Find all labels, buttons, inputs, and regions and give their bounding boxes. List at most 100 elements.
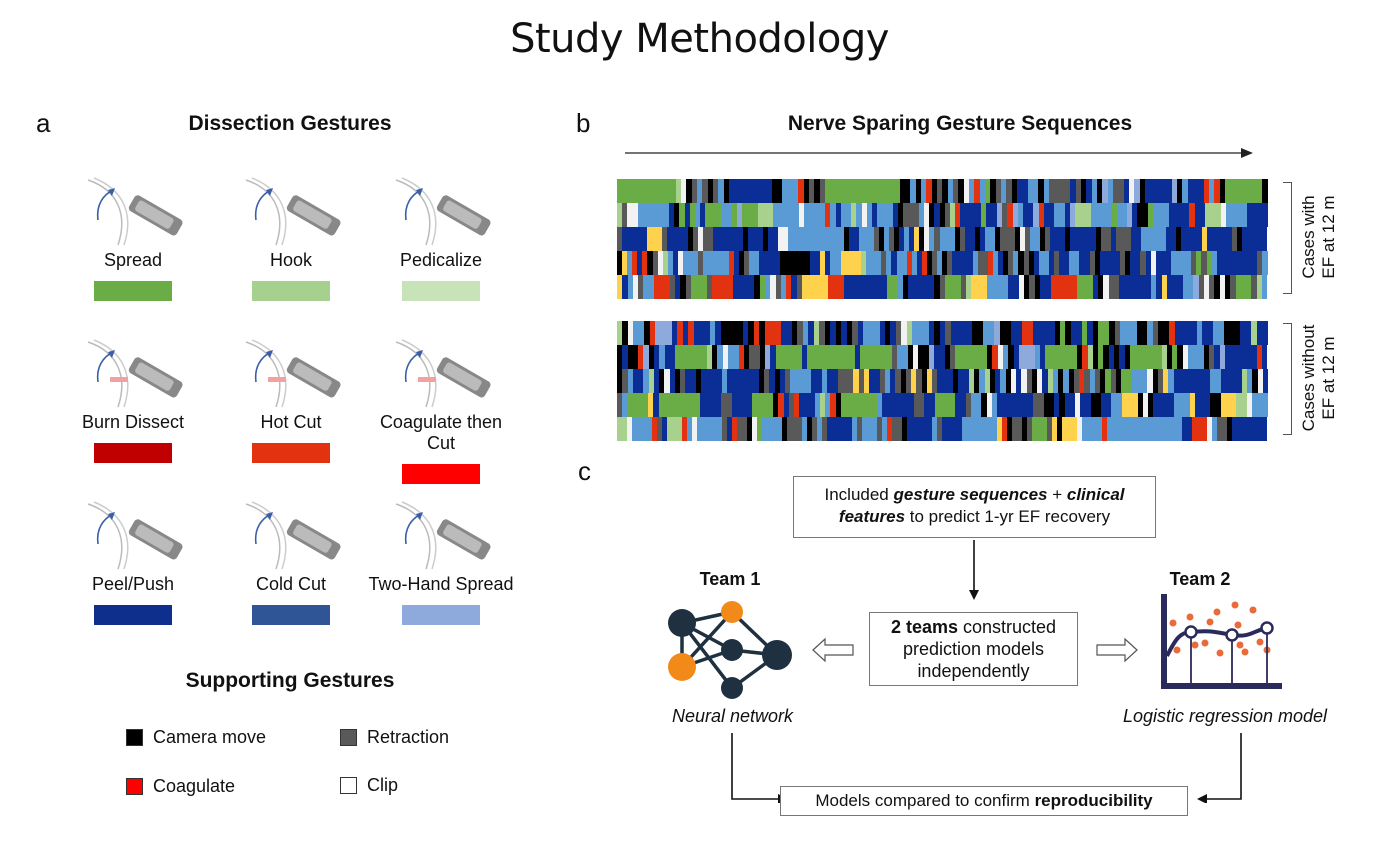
- gesture-two-hand-spread: Two-Hand Spread: [366, 484, 516, 625]
- sequence-row: [617, 369, 1268, 393]
- gesture-segment: [1030, 227, 1041, 251]
- gesture-segment: [1037, 369, 1043, 393]
- gesture-segment: [690, 275, 707, 299]
- gesture-segment: [928, 321, 935, 345]
- gesture-segment: [622, 275, 628, 299]
- gesture-segment: [799, 203, 805, 227]
- network-node: [721, 639, 743, 661]
- sequence-row: [617, 321, 1268, 345]
- gesture-segment: [764, 369, 770, 393]
- gesture-segment: [955, 345, 988, 369]
- gesture-segment: [1027, 179, 1039, 203]
- gesture-segment: [1187, 179, 1204, 203]
- gesture-segment: [1108, 275, 1120, 299]
- gesture-segment: [995, 179, 1001, 203]
- gesture-segment: [1213, 321, 1225, 345]
- gesture-segment: [1152, 369, 1158, 393]
- gesture-segment: [1074, 203, 1091, 227]
- gesture-segment: [1094, 369, 1100, 393]
- gesture-segment: [1210, 369, 1221, 393]
- gesture-color-swatch: [94, 443, 172, 463]
- gesture-segment: [827, 369, 838, 393]
- gesture-segment: [879, 321, 885, 345]
- gesture-segment: [1052, 369, 1058, 393]
- burn-dissect-illustration-icon: [87, 339, 183, 408]
- gesture-segment: [622, 369, 628, 393]
- gesture-segment: [950, 345, 956, 369]
- gesture-segment: [1069, 203, 1075, 227]
- gesture-segment: [649, 321, 656, 345]
- gesture-segment: [830, 203, 836, 227]
- gesture-segment: [1059, 321, 1066, 345]
- gesture-segment: [617, 345, 623, 369]
- dissection-gestures-title: Dissection Gestures: [188, 112, 392, 135]
- gesture-segment: [1064, 203, 1070, 227]
- gesture-segment: [798, 179, 804, 203]
- gesture-segment: [643, 275, 654, 299]
- gesture-segment: [720, 321, 743, 345]
- gesture-segment: [1158, 321, 1170, 345]
- gesture-segment: [1153, 393, 1174, 417]
- cold-cut-illustration-icon: [245, 501, 341, 570]
- gesture-segment: [881, 251, 887, 275]
- gesture-segment: [1011, 179, 1017, 203]
- gesture-segment: [804, 203, 826, 227]
- gesture-segment: [1142, 393, 1148, 417]
- gesture-segment: [617, 393, 623, 417]
- bracket-without-ef: [1283, 323, 1292, 435]
- gesture-segment: [1082, 417, 1103, 441]
- gesture-segment: [1073, 369, 1079, 393]
- gesture-segment: [643, 345, 649, 369]
- gesture-segment: [802, 321, 809, 345]
- gesture-color-swatch: [252, 605, 330, 625]
- gesture-segment: [1241, 227, 1268, 251]
- gesture-segment: [685, 369, 696, 393]
- gesture-segment: [1038, 179, 1044, 203]
- gesture-segment: [682, 321, 689, 345]
- gesture-segment: [813, 321, 820, 345]
- gesture-segment: [1098, 321, 1110, 345]
- gesture-segment: [692, 227, 698, 251]
- gesture-segment: [944, 203, 951, 227]
- gesture-segment: [1080, 179, 1087, 203]
- gesture-segment: [820, 393, 826, 417]
- gesture-segment: [1108, 345, 1114, 369]
- gesture-segment: [1257, 251, 1263, 275]
- gesture-segment: [684, 203, 690, 227]
- gesture-segment: [1110, 369, 1116, 393]
- gesture-segment: [757, 417, 763, 441]
- gesture-segment: [1021, 369, 1027, 393]
- gesture-segment: [637, 203, 670, 227]
- gesture-segment: [681, 179, 687, 203]
- gesture-segment: [910, 179, 916, 203]
- gesture-segment: [887, 417, 893, 441]
- gesture-segment: [840, 251, 861, 275]
- gesture-segment: [1003, 251, 1009, 275]
- gesture-segment: [877, 417, 883, 441]
- gesture-segment: [722, 345, 728, 369]
- gesture-segment: [987, 345, 993, 369]
- gesture-segment: [653, 275, 670, 299]
- gesture-segment: [872, 203, 878, 227]
- gesture-segment: [769, 369, 775, 393]
- gesture-segment: [934, 203, 940, 227]
- gesture-segment: [1246, 203, 1268, 227]
- gesture-segment: [1236, 227, 1242, 251]
- gesture-segment: [810, 251, 821, 275]
- gesture-segment: [1002, 345, 1009, 369]
- gesture-segment: [648, 369, 654, 393]
- gesture-segment: [1029, 275, 1035, 299]
- data-dot: [1241, 648, 1249, 656]
- gesture-segment: [896, 251, 907, 275]
- gesture-segment: [774, 369, 780, 393]
- gesture-segment: [932, 369, 938, 393]
- gesture-segment: [924, 393, 935, 417]
- gesture-segment: [727, 369, 759, 393]
- gesture-segment: [1111, 203, 1117, 227]
- gesture-segment: [874, 227, 880, 251]
- gesture-segment: [1147, 321, 1153, 345]
- legend-item-clip: Clip: [340, 775, 398, 796]
- gesture-segment: [712, 275, 734, 299]
- gesture-burn-dissect: Burn Dissect: [58, 322, 208, 463]
- hot-cut-illustration-icon: [245, 339, 341, 408]
